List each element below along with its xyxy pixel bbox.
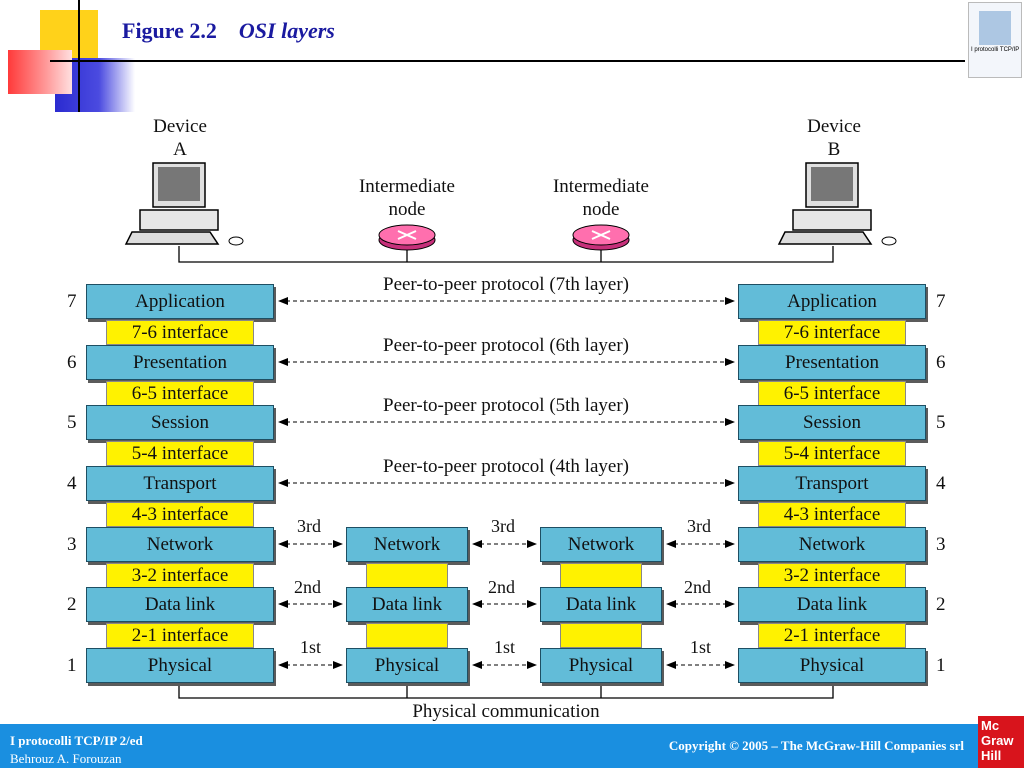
physical-communication-label: Physical communication [412,701,600,722]
node-2-network-layer: Network [540,527,662,562]
hop-arrows [278,540,735,669]
router-icon-1 [378,224,436,251]
peer-protocol-4-label: Peer-to-peer protocol (4th layer) [316,456,696,478]
hop-label-1st-b: 1st [494,637,516,657]
layer-number-left-6: 6 [67,352,77,373]
device-a-network-layer: Network [86,527,274,562]
computer-icon-a [124,162,244,246]
device-a-7-6-interface: 7-6 interface [106,320,254,345]
layer-number-left-7: 7 [67,291,77,312]
layer-number-right-2: 2 [936,594,946,615]
device-a-2-1-interface: 2-1 interface [106,623,254,648]
decor-vertical-line [78,0,80,112]
layer-number-left-1: 1 [67,655,77,676]
device-a-4-3-interface: 4-3 interface [106,502,254,527]
device-b-7-6-interface: 7-6 interface [758,320,906,345]
device-b-3-2-interface: 3-2 interface [758,563,906,588]
node-1-network-layer: Network [346,527,468,562]
peer-protocol-5-label: Peer-to-peer protocol (5th layer) [316,395,696,417]
computer-icon-b [777,162,897,246]
page-title: Figure 2.2 OSI layers [122,18,335,44]
physical-link-bottom [178,686,834,699]
layer-number-right-3: 3 [936,534,946,555]
hop-label-1st-a: 1st [300,637,322,657]
hop-label-3rd-b: 3rd [491,516,515,536]
node-1-3-2-interface [366,563,448,588]
device-a-transport-layer: Transport [86,466,274,501]
layer-number-right-1: 1 [936,655,946,676]
device-a-application-layer: Application [86,284,274,319]
figure-number: Figure 2.2 [122,18,217,43]
layer-number-left-2: 2 [67,594,77,615]
node-1-2-1-interface [366,623,448,648]
node-2-2-1-interface [560,623,642,648]
peer-protocol-6-label: Peer-to-peer protocol (6th layer) [316,335,696,357]
layer-number-right-5: 5 [936,412,946,433]
figure-title: OSI layers [238,18,335,43]
device-b-5-4-interface: 5-4 interface [758,441,906,466]
hop-label-1st-c: 1st [690,637,712,657]
footer-copyright: Copyright © 2005 – The McGraw-Hill Compa… [668,738,964,753]
device-b-application-layer: Application [738,284,926,319]
peer-protocol-7-label: Peer-to-peer protocol (7th layer) [316,274,696,296]
layer-number-right-4: 4 [936,473,946,494]
network-link-top [178,246,834,263]
node-2-3-2-interface [560,563,642,588]
device-a-physical-layer: Physical [86,648,274,683]
header-rule [50,60,965,62]
book-cover-title: I protocolli TCP/IP [971,47,1020,53]
node-1-physical-layer: Physical [346,648,468,683]
layer-number-left-4: 4 [67,473,77,494]
mcgraw-hill-logo: Mc Graw Hill [978,716,1024,768]
device-b-2-1-interface: 2-1 interface [758,623,906,648]
layer-number-right-6: 6 [936,352,946,373]
footer-book-title: I protocolli TCP/IP 2/ed [10,733,143,748]
device-b-session-layer: Session [738,405,926,440]
device-b-presentation-layer: Presentation [738,345,926,380]
device-b-transport-layer: Transport [738,466,926,501]
device-a-6-5-interface: 6-5 interface [106,381,254,406]
hop-label-2nd-c: 2nd [684,577,711,597]
hop-label-2nd-a: 2nd [294,577,321,597]
decor-red-square [8,50,72,94]
device-a-3-2-interface: 3-2 interface [106,563,254,588]
node-1-data-link-layer: Data link [346,587,468,622]
footer-author: Behrouz A. Forouzan [10,751,122,766]
device-b-6-5-interface: 6-5 interface [758,381,906,406]
device-b-4-3-interface: 4-3 interface [758,502,906,527]
footer-bar: I protocolli TCP/IP 2/ed Behrouz A. Foro… [0,724,978,768]
book-cover-thumbnail: I protocolli TCP/IP [968,2,1022,78]
device-a-session-layer: Session [86,405,274,440]
layer-number-left-3: 3 [67,534,77,555]
hop-label-2nd-b: 2nd [488,577,515,597]
peer-arrows [278,297,735,487]
device-b-data-link-layer: Data link [738,587,926,622]
hop-label-3rd-c: 3rd [687,516,711,536]
node-2-data-link-layer: Data link [540,587,662,622]
layer-number-left-5: 5 [67,412,77,433]
hop-label-3rd-a: 3rd [297,516,321,536]
device-b-network-layer: Network [738,527,926,562]
layer-number-right-7: 7 [936,291,946,312]
node-2-physical-layer: Physical [540,648,662,683]
router-icon-2 [572,224,630,251]
device-a-5-4-interface: 5-4 interface [106,441,254,466]
device-b-physical-layer: Physical [738,648,926,683]
device-a-presentation-layer: Presentation [86,345,274,380]
device-a-data-link-layer: Data link [86,587,274,622]
